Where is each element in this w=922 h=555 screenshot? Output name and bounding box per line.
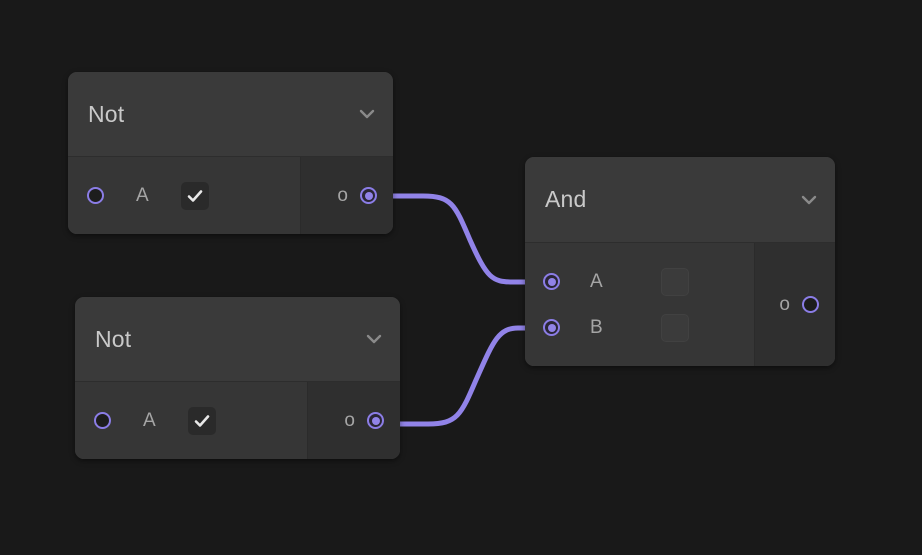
node-title: Not: [88, 100, 125, 127]
node-body: A o: [75, 382, 400, 459]
output-port-o[interactable]: [360, 187, 377, 204]
check-icon: [194, 414, 209, 427]
input-checkbox-a: [660, 267, 689, 296]
output-column: o: [754, 243, 835, 366]
input-label-a: A: [590, 271, 603, 292]
chevron-down-icon[interactable]: [357, 104, 377, 124]
node-body: A B o: [525, 243, 835, 366]
input-column: A: [68, 157, 300, 234]
input-label-a: A: [143, 410, 156, 431]
chevron-down-icon[interactable]: [799, 190, 819, 210]
output-column: o: [300, 157, 393, 234]
chevron-down-glyph: [801, 195, 817, 204]
input-row-b: B: [525, 305, 754, 351]
node-title: And: [545, 186, 587, 212]
output-label-o: o: [337, 185, 348, 206]
node-not-2[interactable]: Not A: [75, 297, 400, 459]
output-column: o: [307, 382, 400, 459]
node-title: Not: [95, 325, 132, 352]
check-icon: [187, 189, 202, 202]
output-row-o: o: [301, 173, 393, 219]
input-column: A B: [525, 243, 754, 366]
output-port-o[interactable]: [802, 296, 819, 313]
input-checkbox-b: [660, 313, 689, 342]
chevron-down-glyph: [366, 334, 382, 344]
edge-not2-to-and-b[interactable]: [396, 325, 532, 427]
node-body: A o: [68, 157, 393, 234]
chevron-down-icon[interactable]: [364, 329, 384, 349]
output-row-o: o: [308, 398, 400, 444]
edge-not1-to-and-a[interactable]: [389, 193, 530, 285]
input-port-a[interactable]: [94, 412, 111, 429]
input-port-a[interactable]: [87, 187, 104, 204]
input-label-b: B: [590, 317, 603, 338]
input-label-a: A: [136, 185, 149, 206]
input-column: A: [75, 382, 307, 459]
node-not-1[interactable]: Not A: [68, 72, 393, 234]
node-header[interactable]: Not: [75, 297, 400, 382]
input-checkbox-a[interactable]: [180, 181, 209, 210]
chevron-down-glyph: [359, 109, 375, 119]
input-row-a: A: [525, 259, 754, 305]
input-checkbox-a[interactable]: [187, 406, 216, 435]
node-and[interactable]: And A B: [525, 157, 835, 366]
node-header[interactable]: Not: [68, 72, 393, 157]
input-port-b[interactable]: [543, 319, 560, 336]
input-row-a: A: [68, 173, 300, 219]
output-port-o[interactable]: [367, 412, 384, 429]
node-header[interactable]: And: [525, 157, 835, 243]
output-label-o: o: [779, 294, 790, 315]
output-label-o: o: [344, 410, 355, 431]
output-row-o: o: [755, 282, 835, 328]
input-port-a[interactable]: [543, 273, 560, 290]
input-row-a: A: [75, 398, 307, 444]
